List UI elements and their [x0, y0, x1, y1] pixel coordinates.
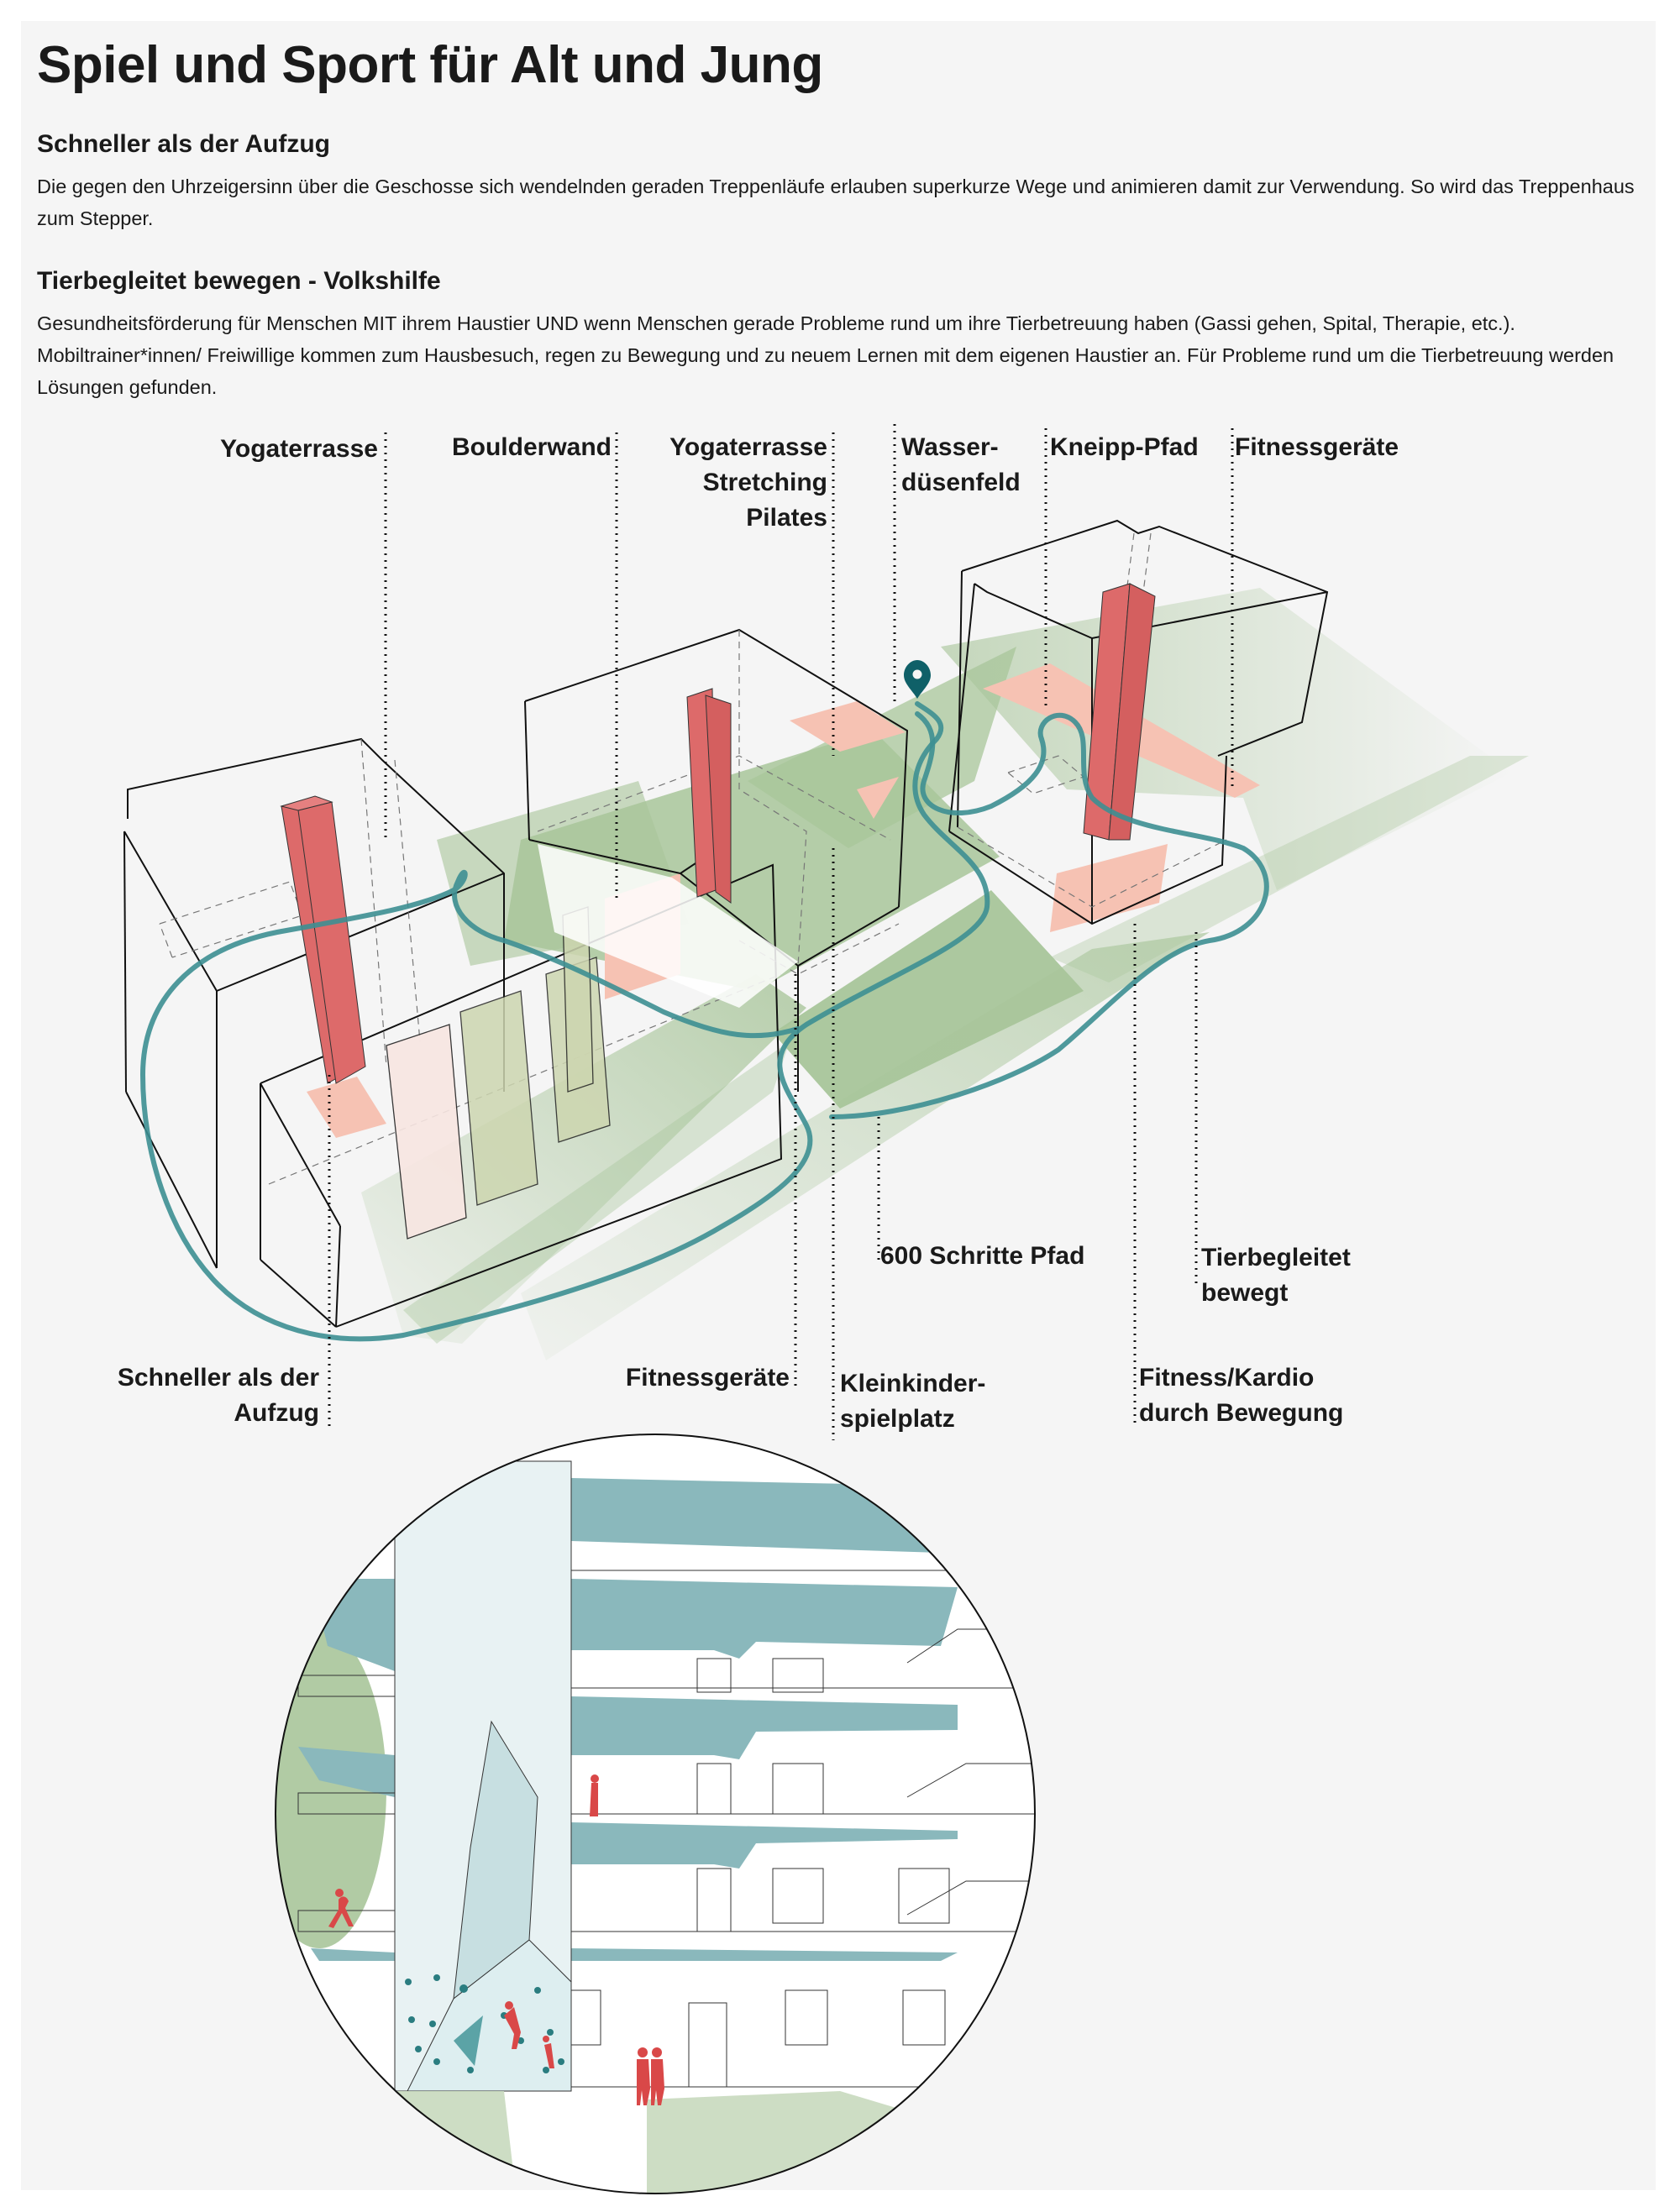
- green-spaces: [361, 588, 1529, 1360]
- label-600-schritte-pfad: 600 Schritte Pfad: [880, 1242, 1085, 1270]
- walking-path-loop: [829, 711, 1269, 1119]
- section-heading-tierbegleitet: Tierbegleitet bewegen - Volkshilfe: [37, 267, 441, 295]
- people-figures: [328, 1774, 664, 2105]
- label-boulderwand: Boulderwand: [451, 433, 612, 461]
- zone-fitnessgeraete: [1050, 844, 1168, 932]
- stair-core-left: [280, 795, 366, 1084]
- map-pin-icon: [904, 660, 931, 699]
- zone-wasserduesenfeld: [857, 777, 899, 819]
- label-tierbegleitet-bewegt: Tierbegleitet bewegt: [1201, 1244, 1351, 1307]
- label-kneipp-pfad: Kneipp-Pfad: [1050, 433, 1199, 461]
- section-heading-aufzug: Schneller als der Aufzug: [37, 130, 330, 158]
- label-fitnessgeraete-bottom: Fitnessgeräte: [625, 1364, 790, 1392]
- label-fitness-kardio: Fitness/Kardio durch Bewegung: [1139, 1364, 1344, 1427]
- label-wasserduesenfeld: Wasser- düsenfeld: [901, 433, 1021, 496]
- fitness-blocks: [386, 906, 611, 1240]
- zone-yoga-stretching: [790, 701, 906, 752]
- label-fitnessgeraete-top: Fitnessgeräte: [1235, 433, 1399, 461]
- courtyard-middle: [538, 844, 798, 1008]
- stair-core-right: [1083, 583, 1156, 841]
- page-title: Spiel und Sport für Alt und Jung: [37, 36, 823, 94]
- label-yogaterrasse: Yogaterrasse: [220, 435, 378, 463]
- stair-core-middle: [686, 688, 732, 904]
- facade-vignette: [275, 1434, 1036, 2194]
- label-schneller-als-der-aufzug: Schneller als der Aufzug: [117, 1364, 319, 1427]
- label-yogaterrasse-stretching-pilates: Yogaterrasse Stretching Pilates: [669, 433, 827, 532]
- section-text-aufzug: Die gegen den Uhrzeigersinn über die Ges…: [37, 176, 1635, 229]
- label-kleinkinderspielplatz: Kleinkinder- spielplatz: [840, 1370, 986, 1433]
- walking-path: [139, 701, 990, 1342]
- building-middle: [524, 628, 909, 1092]
- section-text-tierbegleitet: Gesundheitsförderung für Menschen MIT ih…: [37, 312, 1614, 398]
- zone-yogaterrasse: [307, 1077, 386, 1138]
- leader-lines: [328, 424, 1234, 1440]
